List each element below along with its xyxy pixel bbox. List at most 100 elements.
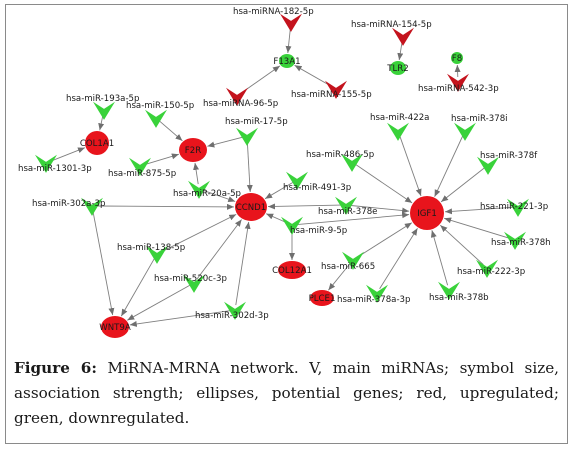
mirna-node-m491: hsa-miR-491-3p: [283, 171, 351, 193]
edge-m193a-COL1A1: [98, 114, 105, 131]
mirna-node-m302a: hsa-miR-302a-3p: [32, 197, 105, 216]
mirna-node-m182: hsa-miRNA-182-5p: [233, 7, 314, 32]
mirna-label: hsa-miR-221-3p: [480, 202, 548, 212]
gene-ellipse: [179, 138, 207, 162]
mirna-node-m20a: hsa-miR-20a-5p: [173, 180, 241, 199]
edge-m378f-IGF1: [440, 167, 485, 203]
edge-m378b-IGF1: [430, 230, 449, 286]
mirna-node-m138: hsa-miR-138-5p: [117, 243, 185, 264]
gene-node-col12a1: COL12A1: [272, 261, 312, 279]
mirna-label: hsa-miR-491-3p: [283, 183, 351, 193]
mirna-label: hsa-miR-150-5p: [126, 101, 194, 111]
mirna-v-shape: [335, 196, 357, 215]
caption-label: Figure 6:: [14, 359, 97, 377]
mirna-label: hsa-miRNA-155-5p: [291, 90, 372, 100]
gene-node-f13a1: F13A1: [273, 54, 301, 68]
edge-m96-F13A1: [240, 65, 281, 94]
gene-ellipse: [410, 196, 444, 230]
edge-m154-TLR2: [397, 40, 404, 61]
mirna-node-m193a: hsa-miR-193a-5p: [66, 94, 139, 120]
edge-m17-F2R: [207, 136, 243, 148]
mirna-node-m302d: hsa-miR-302d-3p: [195, 301, 269, 321]
edge-m520c-CCND1: [196, 219, 242, 280]
edge-m1301-COL1A1: [50, 147, 86, 162]
mirna-label: hsa-miR-138-5p: [117, 243, 185, 253]
mirna-v-shape: [325, 80, 347, 99]
mirna-node-m486: hsa-miR-486-5p: [306, 150, 374, 172]
mirna-label: hsa-miR-665: [321, 262, 375, 272]
edge-m221-IGF1: [444, 206, 514, 215]
mirna-label: hsa-miR-193a-5p: [66, 94, 139, 104]
mirna-v-shape: [507, 198, 529, 217]
mirna-node-m378f: hsa-miR-378f: [477, 151, 538, 175]
edge-m378i-IGF1: [434, 135, 464, 197]
edge-m486-IGF1: [355, 164, 413, 204]
mirna-node-m520c: hsa-miR-520c-3p: [154, 274, 227, 293]
mirna-label: hsa-miR-378i: [451, 114, 508, 124]
gene-label: F13A1: [273, 57, 300, 67]
mirna-node-m378h: hsa-miR-378h: [491, 231, 551, 250]
edge-m665-PLCE1: [328, 263, 351, 291]
edge-m302a-CCND1: [96, 203, 235, 210]
mirna-v-shape: [281, 216, 303, 235]
mirna-v-shape: [129, 157, 151, 176]
gene-ellipse: [390, 61, 406, 75]
figure-caption: Figure 6: MiRNA-MRNA network. V, main mi…: [14, 356, 559, 431]
gene-node-f2r: F2R: [179, 138, 207, 162]
mirna-node-m96: hsa-miRNA-96-5p: [203, 87, 278, 109]
gene-node-f8: F8: [451, 52, 463, 64]
gene-label: F2R: [185, 146, 201, 156]
gene-ellipse: [310, 290, 334, 306]
gene-label: IGF1: [417, 209, 437, 219]
edge-m520c-WNT9A: [127, 285, 190, 321]
mirna-v-shape: [286, 171, 308, 190]
gene-label: COL12A1: [272, 266, 312, 276]
mirna-v-shape: [93, 101, 115, 120]
mirna-label: hsa-miRNA-154-5p: [351, 20, 432, 30]
gene-label: PLCE1: [309, 294, 336, 304]
mirna-v-shape: [366, 284, 388, 303]
mirna-node-m154: hsa-miRNA-154-5p: [351, 20, 432, 46]
edge-m20a-CCND1: [203, 190, 236, 203]
mirna-label: hsa-miR-9-5p: [290, 226, 347, 236]
mirna-label: hsa-miRNA-96-5p: [203, 99, 278, 109]
edge-m665-IGF1: [356, 222, 413, 258]
mirna-label: hsa-miR-378f: [480, 151, 538, 161]
mirna-v-shape: [188, 180, 210, 199]
mirna-label: hsa-miR-378h: [491, 238, 551, 248]
gene-node-col1a1: COL1A1: [80, 131, 114, 155]
mirna-node-m875: hsa-miR-875-5p: [108, 157, 176, 179]
gene-node-tlr2: TLR2: [386, 61, 409, 75]
edge-m378a-IGF1: [379, 228, 418, 290]
edge-m378e-IGF1: [350, 205, 410, 214]
mirna-v-shape: [236, 127, 258, 146]
gene-node-ccnd1: CCND1: [235, 193, 267, 221]
gene-label: WNT9A: [99, 323, 131, 333]
mirna-node-m9: hsa-miR-9-5p: [281, 216, 347, 236]
gene-ellipse: [451, 52, 463, 64]
edge-m150-F2R: [159, 120, 183, 142]
gene-node-wnt9a: WNT9A: [99, 316, 131, 338]
edge-m222-IGF1: [439, 224, 484, 265]
mirna-label: hsa-miR-486-5p: [306, 150, 374, 160]
mirna-node-m222: hsa-miR-222-3p: [457, 259, 525, 278]
mirna-label: hsa-miR-520c-3p: [154, 274, 227, 284]
mirna-node-m17: hsa-miR-17-5p: [225, 117, 288, 146]
edge-m302d-CCND1: [235, 221, 251, 306]
edge-m491-CCND1: [264, 182, 293, 200]
mirna-node-m422a: hsa-miR-422a: [370, 113, 429, 141]
mirna-label: hsa-miR-222-3p: [457, 267, 525, 277]
edge-m138-WNT9A: [120, 258, 155, 317]
mirna-v-shape: [226, 87, 248, 106]
mirna-node-m665: hsa-miR-665: [321, 251, 375, 272]
mirna-node-m378i: hsa-miR-378i: [451, 114, 508, 141]
mirna-v-shape: [341, 153, 363, 172]
mirna-v-shape: [280, 13, 302, 32]
mirna-node-m378a: hsa-miR-378a-3p: [337, 284, 410, 305]
gene-ellipse: [278, 261, 306, 279]
edge-layer: [50, 26, 514, 327]
edge-m20a-F2R: [193, 162, 200, 185]
gene-ellipse: [279, 54, 295, 68]
mirna-label: hsa-miR-378e: [318, 207, 377, 217]
